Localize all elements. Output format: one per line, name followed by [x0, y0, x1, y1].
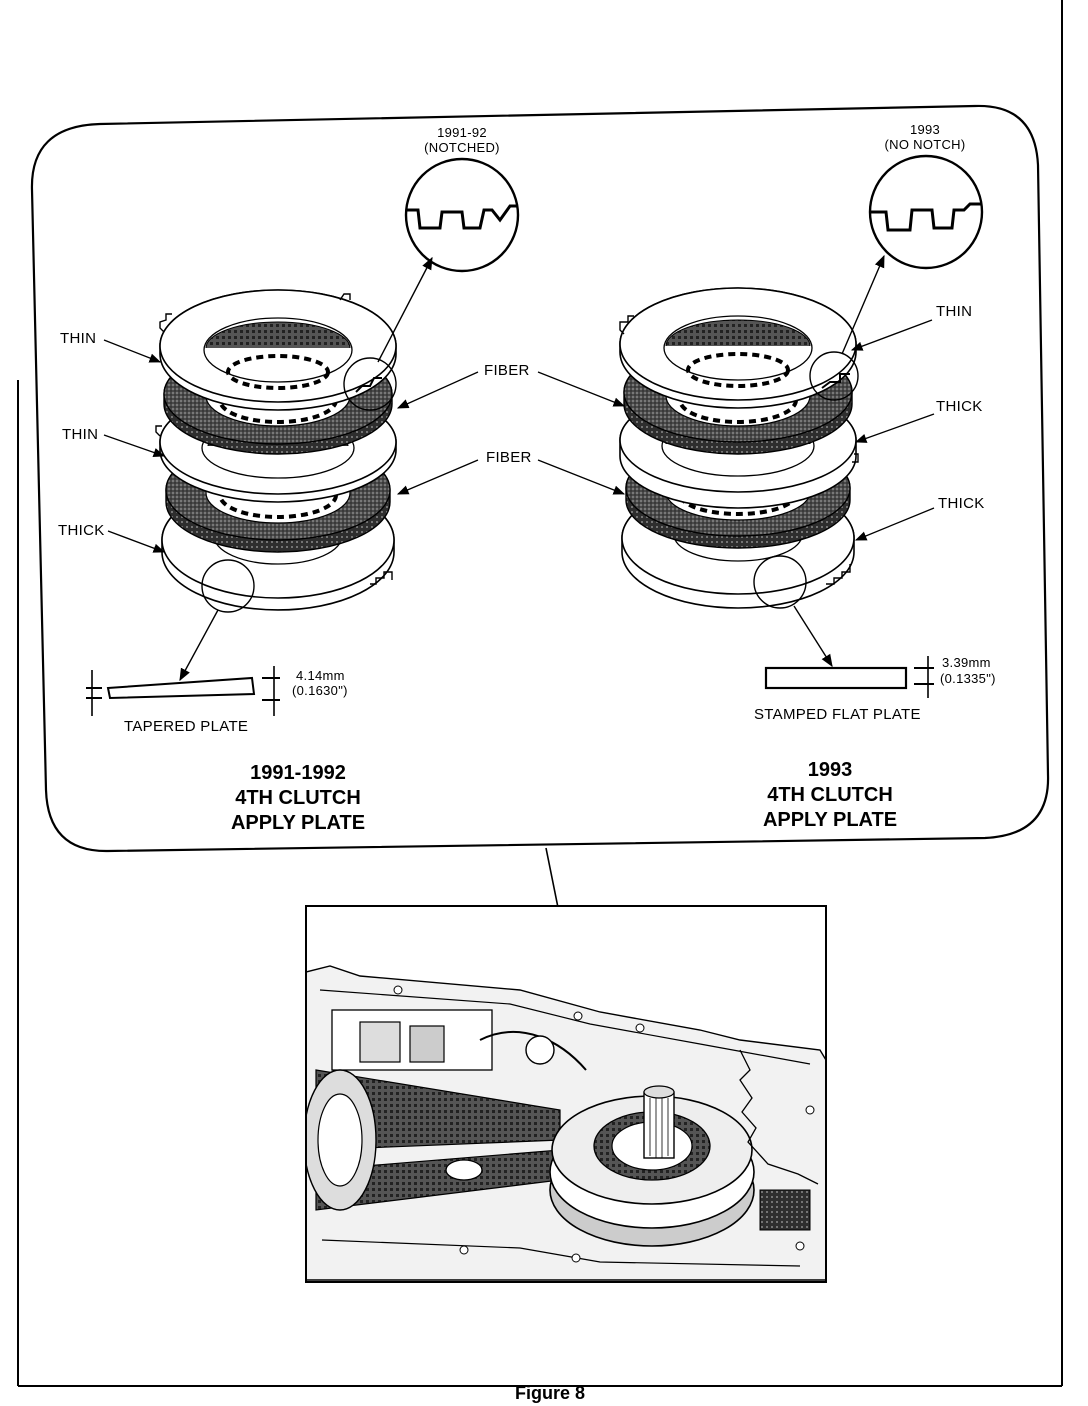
left-thin1-arrow	[103, 339, 162, 363]
left-thin2-label: THIN	[62, 426, 99, 443]
figure-label: Figure 8	[514, 1383, 585, 1403]
left-detail-year: 1991-92	[437, 125, 487, 140]
right-thick2-label: THICK	[938, 495, 985, 512]
fiber2-arrow-right	[537, 459, 626, 495]
right-notch-magnifier	[868, 154, 984, 270]
left-dimension-mm: 4.14mm	[296, 668, 345, 683]
rounded-panel	[30, 104, 1050, 853]
left-caption-line3: APPLY PLATE	[230, 812, 366, 834]
right-notch-detail-circle	[809, 351, 859, 401]
right-plate-detail-circle	[753, 555, 807, 609]
left-plate-arrow	[179, 609, 219, 682]
fiber2-arrow-left	[396, 459, 479, 495]
right-caption-line2: 4TH CLUTCH	[767, 784, 893, 806]
right-dimension-mm: 3.39mm	[942, 655, 991, 670]
left-plate-detail-circle	[201, 559, 255, 613]
left-caption-line2: 4TH CLUTCH	[235, 787, 361, 809]
right-magnifier-arrow	[841, 254, 885, 355]
right-detail-year: 1993	[909, 122, 941, 137]
right-plate-label: STAMPED FLAT PLATE	[754, 706, 921, 723]
right-thin-arrow	[850, 319, 933, 351]
left-magnifier-arrow	[377, 256, 433, 363]
left-detail-note: (NOTCHED)	[424, 140, 500, 155]
right-clutch-stack	[619, 287, 859, 609]
left-thin2-arrow	[103, 434, 166, 457]
right-thin-plate	[619, 287, 857, 409]
fiber-label-1: FIBER	[484, 362, 530, 379]
fiber1-arrow-left	[396, 371, 479, 409]
right-thick2-arrow	[854, 507, 935, 541]
left-clutch-stack	[155, 289, 397, 613]
right-flat-plate-diagram	[764, 656, 934, 698]
transaxle-photo	[305, 905, 827, 1283]
left-notch-magnifier	[404, 157, 520, 273]
right-plate-arrow	[793, 605, 833, 668]
fiber1-arrow-right	[537, 371, 626, 407]
right-thick1-arrow	[854, 413, 935, 443]
right-thick1-label: THICK	[936, 398, 983, 415]
right-detail-note: (NO NOTCH)	[884, 137, 966, 152]
left-thick-label: THICK	[58, 522, 105, 539]
right-caption-line1: 1993	[807, 759, 853, 781]
fiber-label-2: FIBER	[486, 449, 532, 466]
left-thin-plate-1	[159, 289, 397, 411]
left-caption-line1: 1991-1992	[250, 762, 346, 784]
left-thin1-label: THIN	[60, 330, 97, 347]
left-tapered-plate-diagram	[86, 666, 280, 716]
right-thin-label: THIN	[936, 303, 973, 320]
left-dimension-in: (0.1630")	[292, 683, 348, 698]
right-caption-line3: APPLY PLATE	[762, 809, 898, 831]
right-dimension-in: (0.1335")	[940, 671, 996, 686]
left-thick-arrow	[107, 530, 166, 553]
left-notch-detail-circle	[343, 357, 397, 411]
left-plate-label: TAPERED PLATE	[124, 718, 249, 735]
